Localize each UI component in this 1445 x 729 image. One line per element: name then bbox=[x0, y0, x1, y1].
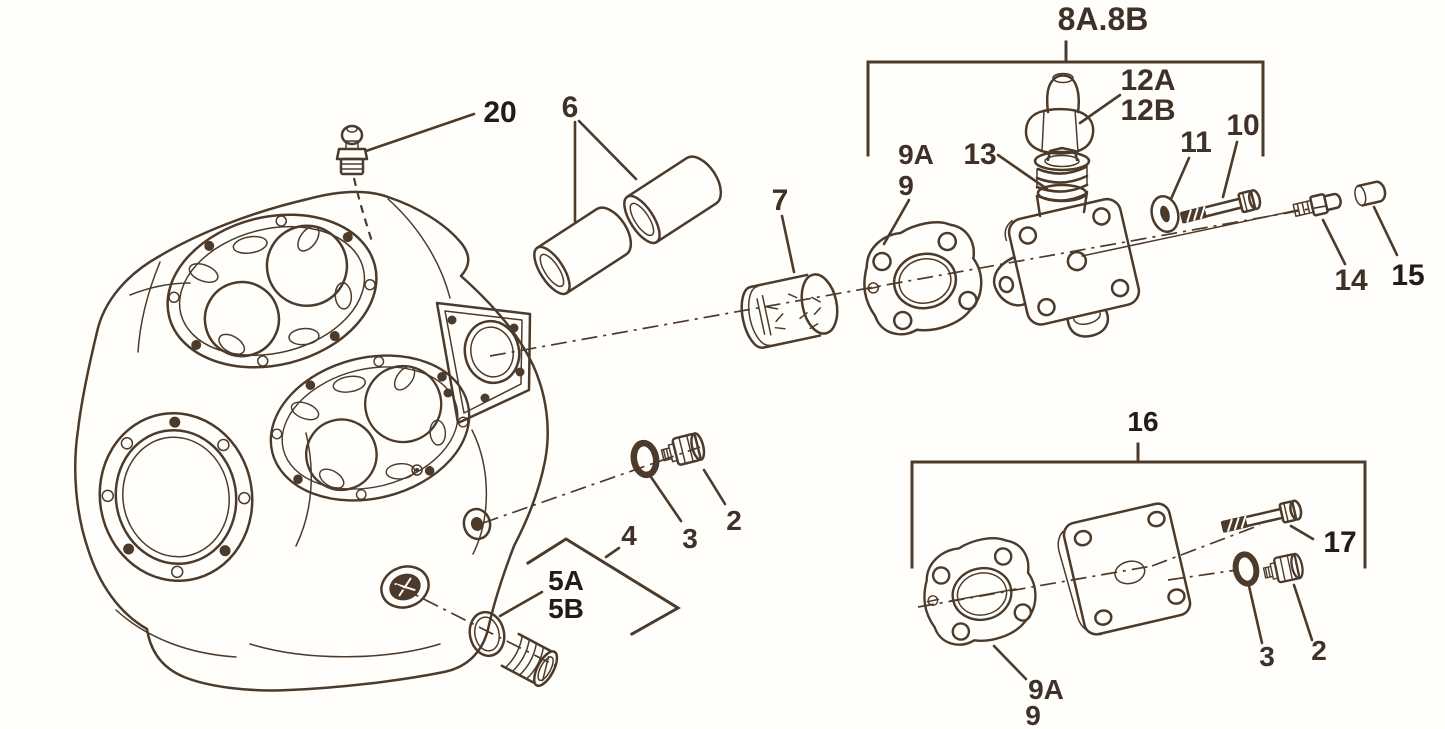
leader-3-mid bbox=[649, 475, 683, 523]
part-14-fitting bbox=[1292, 192, 1342, 217]
part-20-fitting bbox=[335, 124, 369, 176]
leader-5 bbox=[498, 590, 544, 618]
leader-17 bbox=[1289, 524, 1315, 541]
housing-outline bbox=[74, 190, 549, 692]
callout-8a8b: 8A.8B bbox=[1058, 1, 1149, 37]
callout-4: 4 bbox=[621, 520, 637, 551]
leader-2-bottom bbox=[1292, 583, 1314, 642]
callout-3-bottom: 3 bbox=[1259, 641, 1275, 672]
leader-12 bbox=[1078, 93, 1122, 125]
casting-contour bbox=[137, 261, 161, 353]
main-housing bbox=[74, 190, 549, 692]
leader-13 bbox=[996, 153, 1049, 191]
centerline-drain-plug bbox=[395, 584, 563, 670]
small-bore bbox=[411, 464, 423, 476]
side-plug-bore bbox=[462, 507, 492, 541]
callout-5b: 5B bbox=[548, 593, 584, 624]
callout-15: 15 bbox=[1391, 259, 1424, 292]
callout-5a: 5A bbox=[548, 565, 584, 596]
centerline-gasket-bottom bbox=[949, 588, 1017, 602]
callout-9a-bottom: 9A bbox=[1028, 674, 1064, 705]
casting-contour bbox=[471, 429, 488, 555]
callout-12a: 12A bbox=[1120, 64, 1175, 97]
callout-11: 11 bbox=[1180, 126, 1212, 159]
part-10-bolt bbox=[1178, 187, 1263, 229]
centerline-valve-to-fitting bbox=[1081, 209, 1299, 257]
callout-9-bottom: 9 bbox=[1025, 700, 1041, 729]
part-5a-gasket-ring bbox=[468, 610, 506, 658]
leader-10 bbox=[1221, 140, 1239, 199]
leader-3-bottom bbox=[1247, 584, 1264, 645]
callout-12b: 12B bbox=[1120, 94, 1175, 127]
callout-14: 14 bbox=[1334, 264, 1368, 297]
casting-contour bbox=[115, 609, 237, 658]
leader-2-mid bbox=[702, 468, 727, 506]
part-8-valve-body bbox=[992, 197, 1141, 338]
callout-6: 6 bbox=[562, 91, 579, 124]
leader-9-top bbox=[882, 198, 911, 246]
leader-15 bbox=[1372, 205, 1399, 257]
callout-20: 20 bbox=[483, 96, 516, 129]
part-17-bolt bbox=[1219, 498, 1304, 538]
side-mounting-pad bbox=[435, 301, 532, 425]
part-11-washer bbox=[1150, 195, 1180, 233]
leader-20 bbox=[364, 112, 476, 153]
main-bearing-bore bbox=[98, 411, 254, 583]
part-6-bushing-left bbox=[526, 199, 641, 301]
part-16-cover-plate bbox=[1057, 502, 1192, 636]
callout-2-mid: 2 bbox=[726, 505, 742, 536]
leader-9-bottom bbox=[992, 644, 1028, 681]
part-4-bracket bbox=[525, 537, 681, 637]
part-6-bushing-right bbox=[616, 148, 731, 250]
part-9-gasket-bottom bbox=[912, 529, 1045, 654]
leader-20-dashed bbox=[352, 177, 375, 246]
centerline-cover-bolt bbox=[1151, 524, 1261, 567]
centerline-cover-plug bbox=[1167, 569, 1238, 581]
leader-11 bbox=[1169, 156, 1191, 201]
callout-13: 13 bbox=[963, 138, 996, 171]
leader-6-right bbox=[577, 119, 638, 181]
part-2-plug-bottom bbox=[1260, 551, 1306, 587]
leader-7 bbox=[780, 214, 796, 274]
callout-9a-top: 9A bbox=[898, 139, 934, 170]
callout-7: 7 bbox=[772, 184, 789, 217]
callout-10: 10 bbox=[1226, 109, 1259, 142]
part-12b-cap-nut bbox=[1024, 107, 1095, 155]
casting-contour bbox=[387, 198, 451, 299]
bracket-8a8b bbox=[866, 40, 1265, 157]
centerline-side-plug bbox=[482, 446, 701, 524]
callout-9-top: 9 bbox=[898, 170, 914, 201]
callout-2-bottom: 2 bbox=[1311, 635, 1327, 666]
leader-14 bbox=[1321, 218, 1347, 266]
callout-3-mid: 3 bbox=[682, 523, 698, 554]
drain-plug-bore bbox=[380, 565, 430, 609]
part-3-oring-bottom bbox=[1233, 552, 1259, 585]
part-3-oring-mid bbox=[631, 441, 658, 476]
part-13-spring bbox=[1033, 146, 1091, 202]
part-2-plug-mid bbox=[658, 430, 708, 470]
part-7-strainer bbox=[740, 273, 839, 349]
part-15-cap bbox=[1354, 180, 1387, 207]
callout-17: 17 bbox=[1323, 526, 1356, 559]
part-5b-plug bbox=[500, 632, 559, 688]
callout-16: 16 bbox=[1127, 406, 1158, 437]
bracket-16 bbox=[910, 442, 1367, 569]
part-12a-cap bbox=[1045, 72, 1081, 114]
casting-contour bbox=[249, 643, 441, 658]
